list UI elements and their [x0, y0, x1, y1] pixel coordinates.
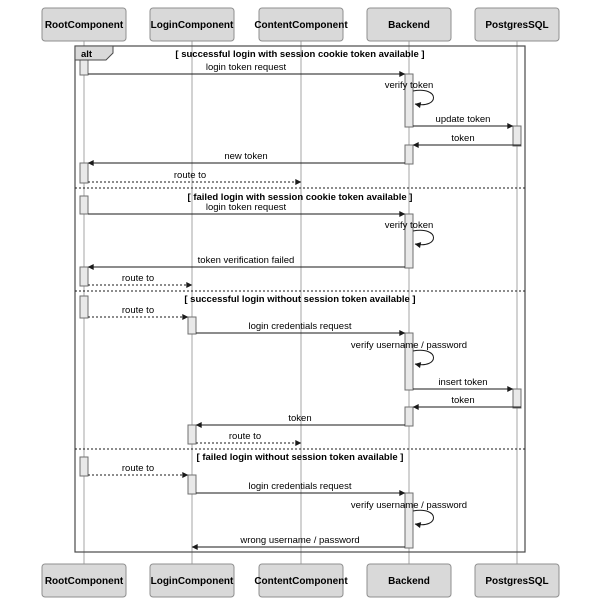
message-label-route-to: route to — [229, 431, 261, 442]
participant-box — [258, 7, 344, 42]
message-label-verify-token: verify token — [385, 220, 434, 231]
participant-box — [41, 563, 127, 598]
message-label-verify-username-password: verify username / password — [351, 500, 467, 511]
activation-rootcomponent — [79, 195, 89, 215]
activation-backend — [404, 213, 414, 269]
message-label-login-token-request: login token request — [206, 62, 287, 73]
activation-postgressql — [512, 388, 522, 409]
message-label-insert-token: insert token — [438, 377, 487, 388]
participant-box — [474, 7, 560, 42]
message-label-login-token-request: login token request — [206, 202, 287, 213]
activation-backend — [404, 492, 414, 549]
participant-bottom-backend: Backend — [366, 563, 452, 598]
alt-label-tab — [74, 45, 114, 61]
activation-rootcomponent — [79, 57, 89, 76]
participant-box — [149, 563, 235, 598]
participant-top-rootcomponent: RootComponent — [41, 7, 127, 42]
participant-box — [474, 563, 560, 598]
participant-bottom-rootcomponent: RootComponent — [41, 563, 127, 598]
participant-bottom-logincomponent: LoginComponent — [149, 563, 235, 598]
message-label-login-credentials-request: login credentials request — [249, 481, 352, 492]
activation-backend — [404, 406, 414, 427]
activation-rootcomponent — [79, 162, 89, 184]
participant-label: Backend — [388, 20, 430, 31]
participant-bottom-postgressql: PostgresSQL — [474, 563, 560, 598]
alt-condition-3: [ successful login without session token… — [184, 294, 415, 305]
message-label-new-token: new token — [224, 151, 267, 162]
message-label-route-to: route to — [122, 305, 154, 316]
message-label-login-credentials-request: login credentials request — [249, 321, 352, 332]
alt-label: alt — [81, 49, 93, 60]
alt-condition-1: [ successful login with session cookie t… — [175, 49, 424, 60]
participant-box — [41, 7, 127, 42]
participant-top-contentcomponent: ContentComponent — [254, 7, 348, 42]
participant-label: ContentComponent — [254, 576, 348, 587]
alt-condition-4: [ failed login without session token ava… — [197, 452, 404, 463]
message-self-loop-verify-username-password — [412, 509, 434, 529]
participant-box — [149, 7, 235, 42]
participant-box — [258, 563, 344, 598]
participant-label: Backend — [388, 576, 430, 587]
participant-bottom-contentcomponent: ContentComponent — [254, 563, 348, 598]
participant-label: PostgresSQL — [485, 576, 548, 587]
activation-backend — [404, 144, 414, 165]
message-label-token: token — [451, 395, 474, 406]
participant-top-logincomponent: LoginComponent — [149, 7, 235, 42]
alt-frame — [74, 45, 526, 553]
message-label-verify-token: verify token — [385, 80, 434, 91]
activation-logincomponent — [187, 316, 197, 335]
participant-label: ContentComponent — [254, 20, 348, 31]
participant-top-backend: Backend — [366, 7, 452, 42]
activation-rootcomponent — [79, 295, 89, 319]
activation-rootcomponent — [79, 456, 89, 477]
alt-condition-2: [ failed login with session cookie token… — [188, 192, 413, 203]
participant-box — [366, 563, 452, 598]
message-label-wrong-username-password: wrong username / password — [239, 535, 359, 546]
activation-backend — [404, 332, 414, 391]
message-self-loop-verify-token — [412, 89, 434, 109]
message-label-route-to: route to — [174, 170, 206, 181]
participant-top-postgressql: PostgresSQL — [474, 7, 560, 42]
message-label-token: token — [288, 413, 311, 424]
message-label-token: token — [451, 133, 474, 144]
message-label-route-to: route to — [122, 463, 154, 474]
message-label-update-token: update token — [436, 114, 491, 125]
message-self-loop-verify-username-password — [412, 349, 434, 369]
message-label-route-to: route to — [122, 273, 154, 284]
activation-logincomponent — [187, 424, 197, 445]
participant-label: LoginComponent — [151, 576, 234, 587]
activation-postgressql — [512, 125, 522, 147]
activation-rootcomponent — [79, 266, 89, 287]
message-label-token-verification-failed: token verification failed — [198, 255, 295, 266]
participant-label: LoginComponent — [151, 20, 234, 31]
activation-backend — [404, 73, 414, 128]
message-label-verify-username-password: verify username / password — [351, 340, 467, 351]
participant-label: RootComponent — [45, 20, 124, 31]
participant-label: PostgresSQL — [485, 20, 548, 31]
participant-label: RootComponent — [45, 576, 124, 587]
message-self-loop-verify-token — [412, 229, 434, 249]
participant-box — [366, 7, 452, 42]
activation-logincomponent — [187, 474, 197, 495]
